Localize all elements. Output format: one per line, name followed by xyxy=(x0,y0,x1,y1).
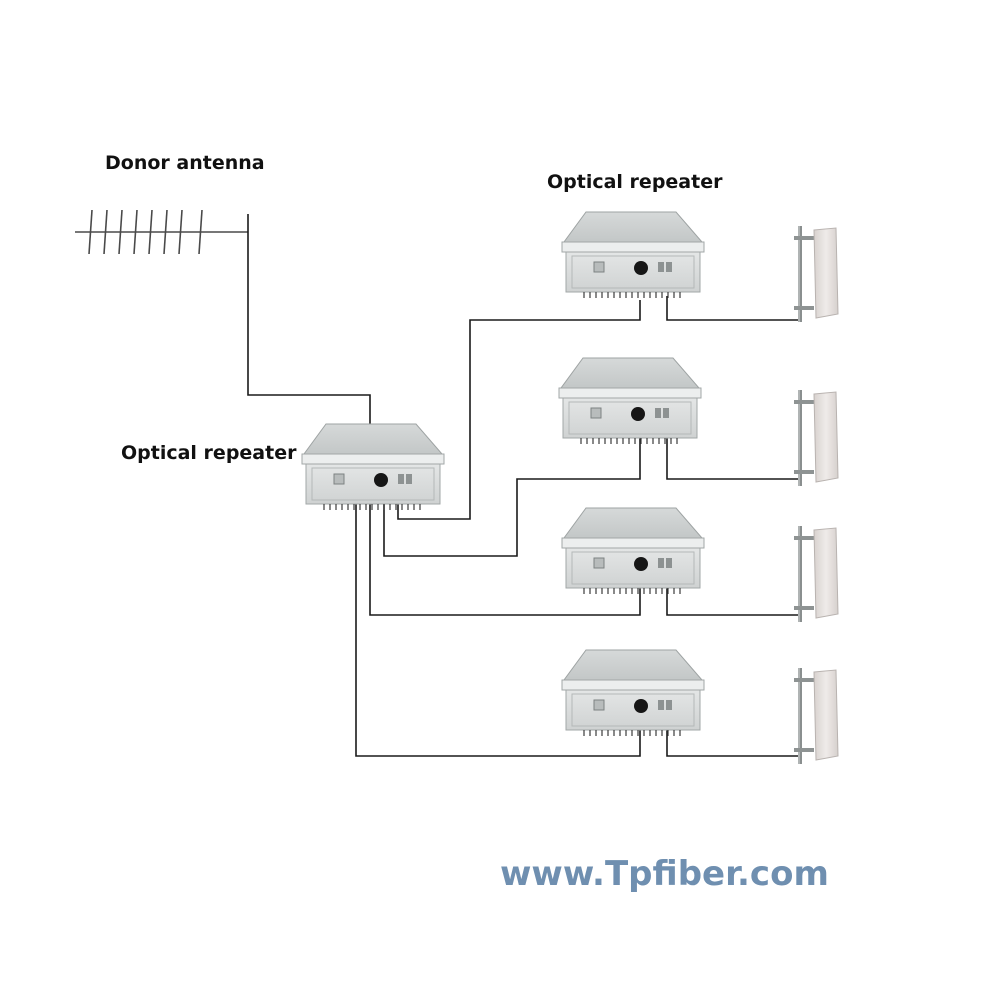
fiber-link-3 xyxy=(369,504,641,616)
antenna-cable-3 xyxy=(666,584,800,616)
remote-repeater-2 xyxy=(558,357,702,445)
donor-feed-cable xyxy=(247,214,371,424)
remote-repeater-1 xyxy=(561,211,705,299)
panel-antenna-2 xyxy=(792,388,840,488)
remote-repeater-4 xyxy=(561,649,705,737)
cables xyxy=(247,214,800,757)
panel-antenna-1 xyxy=(792,224,840,324)
donor-yagi-antenna xyxy=(75,209,248,255)
antenna-cable-1 xyxy=(666,296,800,321)
website-watermark: www.Tpfiber.com xyxy=(500,854,829,894)
antenna-cable-2 xyxy=(666,437,800,480)
optical-repeater-label-main: Optical repeater xyxy=(121,442,297,464)
donor-antenna-label: Donor antenna xyxy=(105,152,265,174)
optical-repeater-label-top: Optical repeater xyxy=(547,171,723,193)
fiber-link-4 xyxy=(355,504,641,757)
panel-antenna-3 xyxy=(792,524,840,624)
main-optical-repeater xyxy=(301,423,445,511)
fiber-link-2 xyxy=(383,437,641,557)
fiber-link-1 xyxy=(397,300,641,520)
panel-antenna-4 xyxy=(792,666,840,766)
remote-repeater-3 xyxy=(561,507,705,595)
antenna-cable-4 xyxy=(666,725,800,757)
